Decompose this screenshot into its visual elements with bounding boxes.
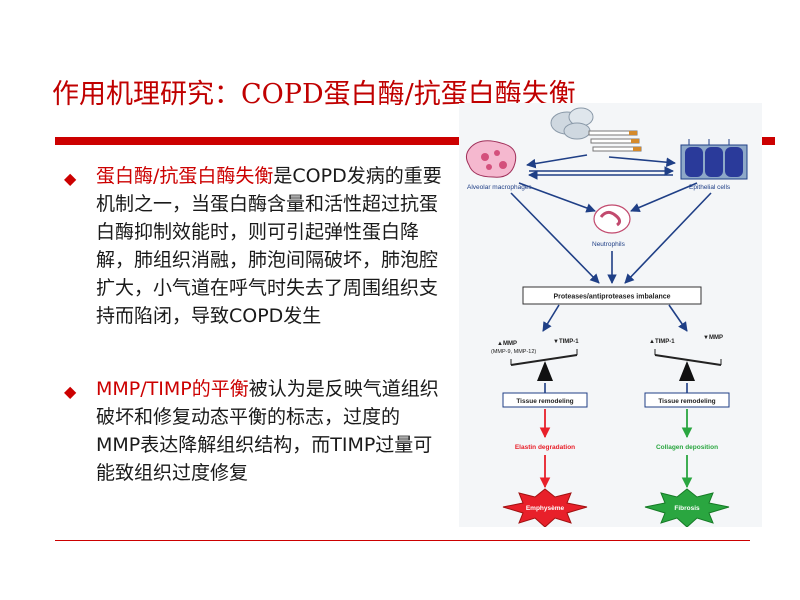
- balance-scale-left-icon: [510, 349, 578, 381]
- smoke-cloud-icon: [550, 107, 594, 140]
- right-mmp-down-label: ▼MMP: [703, 335, 723, 341]
- neutrophil-cell-icon: [593, 204, 631, 234]
- emphysema-burst-shape: [502, 488, 588, 527]
- alveolar-macrophages-label: Alveolar macrophages: [467, 184, 532, 191]
- bullet-text: 蛋白酶/抗蛋白酶失衡是COPD发病的重要机制之一，当蛋白酶含量和活性超过抗蛋白酶…: [96, 162, 444, 330]
- bullet-body: 被认为是反映气道组织破坏和修复动态平衡的标志，过度的MMP表达降解组织结构，而T…: [96, 378, 439, 484]
- left-mmp-up-label: ▲MMP: [497, 341, 517, 347]
- bullet-text: MMP/TIMP的平衡被认为是反映气道组织破坏和修复动态平衡的标志，过度的MMP…: [96, 375, 444, 487]
- imbalance-label: Proteases/antiproteases imbalance: [553, 294, 670, 301]
- collagen-deposition-label: Collagen deposition: [656, 444, 718, 451]
- diamond-bullet-icon: ◆: [64, 382, 77, 401]
- imbalance-box: [522, 286, 702, 305]
- bullet-point-2: ◆ MMP/TIMP的平衡被认为是反映气道组织破坏和修复动态平衡的标志，过度的M…: [64, 375, 444, 487]
- footer-divider: [55, 540, 750, 541]
- tissue-remodeling-right-box: [644, 392, 730, 408]
- epithelial-cells-icon: [680, 139, 748, 180]
- neutrophils-label: Neutrophils: [592, 241, 626, 248]
- fibrosis-burst-shape: [644, 488, 730, 527]
- tissue-remodeling-left-box: [502, 392, 588, 408]
- tissue-remodeling-left-label: Tissue remodeling: [516, 398, 573, 405]
- elastin-degradation-label: Elastin degradation: [515, 444, 575, 451]
- corner-decoration: [0, 0, 70, 70]
- bullet-highlight: 蛋白酶/抗蛋白酶失衡: [96, 165, 274, 187]
- left-mmp-sub-label: (MMP-9, MMP-12): [491, 349, 536, 355]
- right-timp-up-label: ▲TIMP-1: [649, 339, 675, 345]
- left-timp-down-label: ▼TIMP-1: [553, 339, 579, 345]
- macrophage-cell-icon: [465, 140, 517, 178]
- bullet-highlight: MMP/TIMP的平衡: [96, 378, 249, 400]
- cigarettes-icon: [588, 130, 642, 152]
- bullet-body: 是COPD发病的重要机制之一，当蛋白酶含量和活性超过抗蛋白酶抑制效能时，则可引起…: [96, 165, 442, 327]
- title-underline-bar: [55, 137, 775, 145]
- fibrosis-label: Fibrosis: [674, 505, 700, 512]
- balance-scale-right-icon: [654, 349, 722, 381]
- diamond-bullet-icon: ◆: [64, 169, 77, 188]
- mechanism-diagram: Alveolar macrophages Epithelial cells Ne…: [459, 103, 762, 527]
- emphysema-label: Emphysème: [526, 505, 565, 512]
- tissue-remodeling-right-label: Tissue remodeling: [658, 398, 715, 405]
- epithelial-cells-label: Epithelial cells: [689, 184, 731, 191]
- bullet-point-1: ◆ 蛋白酶/抗蛋白酶失衡是COPD发病的重要机制之一，当蛋白酶含量和活性超过抗蛋…: [64, 162, 444, 330]
